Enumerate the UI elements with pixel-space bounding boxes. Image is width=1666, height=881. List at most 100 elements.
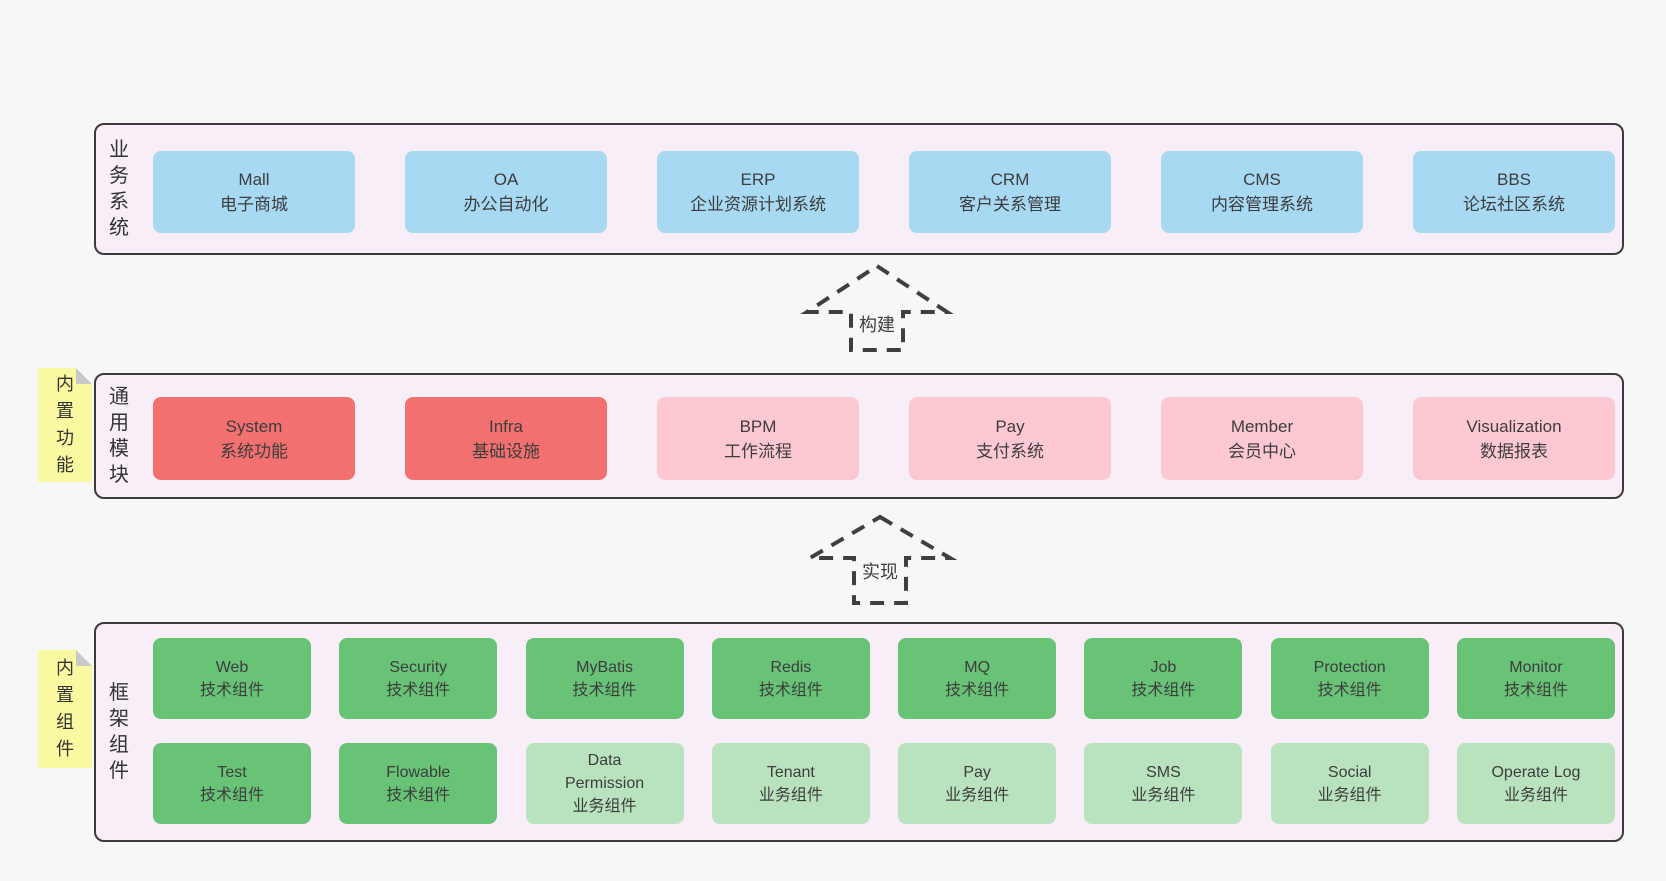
box-mq: MQ 技术组件	[898, 638, 1057, 719]
module-name: Security	[389, 658, 448, 676]
arrow-implement-label: 实现	[858, 556, 902, 586]
box-flowable: Flowable 技术组件	[339, 743, 498, 824]
sticky-note-text: 内置功能	[56, 374, 74, 475]
module-name: Pay	[963, 763, 991, 781]
box-web: Web 技术组件	[153, 638, 311, 719]
module-subtitle: 技术组件	[386, 681, 451, 699]
box-mall: Mall 电子商城	[153, 151, 355, 233]
box-pay: Pay 业务组件	[898, 743, 1057, 824]
module-name: Infra	[488, 416, 524, 436]
module-subtitle: 技术组件	[1503, 681, 1568, 699]
box-cms: CMS 内容管理系统	[1161, 151, 1363, 233]
box-protection: Protection 技术组件	[1270, 638, 1429, 719]
module-subtitle: 技术组件	[1131, 681, 1196, 699]
box-member: Member 会员中心	[1161, 397, 1363, 480]
sticky-note-builtin-features: 内置功能	[38, 368, 92, 482]
module-name: Social	[1327, 763, 1372, 781]
module-name: Protection	[1313, 658, 1386, 676]
box-data-permission: Data Permission 业务组件	[525, 743, 684, 824]
module-subtitle: 技术组件	[1317, 681, 1382, 699]
module-name: Flowable	[386, 763, 451, 781]
module-subtitle: 基础设施	[472, 441, 540, 461]
box-redis: Redis 技术组件	[711, 638, 870, 719]
box-monitor: Monitor 技术组件	[1456, 638, 1615, 719]
module-subtitle: 技术组件	[945, 681, 1010, 699]
dashed-up-arrow-icon	[802, 514, 958, 605]
band-label-business-systems: 业务系统	[109, 139, 129, 239]
module-name: Data Permission	[564, 752, 645, 792]
box-bpm: BPM 工作流程	[657, 397, 859, 480]
module-subtitle: 电子商城	[220, 195, 288, 214]
box-pay: Pay 支付系统	[909, 397, 1111, 480]
arrow-build: 构建	[795, 262, 960, 354]
module-subtitle: 工作流程	[724, 441, 792, 461]
band-label-framework-components: 框架组件	[109, 682, 129, 782]
box-bbs: BBS 论坛社区系统	[1413, 151, 1615, 233]
module-subtitle: 技术组件	[199, 681, 264, 699]
module-name: OA	[493, 170, 519, 189]
module-name: Monitor	[1509, 658, 1563, 676]
module-subtitle: 业务组件	[572, 798, 637, 815]
box-crm: CRM 客户关系管理	[909, 151, 1111, 233]
module-name: Tenant	[766, 763, 815, 781]
module-subtitle: 技术组件	[199, 786, 264, 804]
module-name: Web	[215, 658, 249, 676]
arrow-build-label: 构建	[855, 309, 899, 339]
module-subtitle: 内容管理系统	[1211, 195, 1313, 214]
module-name: Pay	[995, 416, 1025, 436]
module-name: Mall	[238, 170, 270, 189]
module-subtitle: 业务组件	[1503, 786, 1568, 804]
module-name: CRM	[990, 170, 1030, 189]
module-name: CMS	[1243, 170, 1281, 189]
sticky-note-builtin-components: 内置组件	[38, 650, 92, 768]
sticky-note-text: 内置组件	[56, 658, 74, 759]
module-subtitle: 业务组件	[758, 786, 823, 804]
folded-corner-icon	[76, 650, 92, 666]
box-mybatis: MyBatis 技术组件	[525, 638, 684, 719]
box-infra: Infra 基础设施	[405, 397, 607, 480]
module-subtitle: 系统功能	[220, 441, 288, 461]
arrow-implement: 实现	[798, 505, 963, 607]
module-name: MyBatis	[576, 658, 634, 676]
box-security: Security 技术组件	[339, 638, 498, 719]
box-tenant: Tenant 业务组件	[711, 743, 870, 824]
module-subtitle: 数据报表	[1480, 441, 1548, 461]
module-subtitle: 支付系统	[976, 441, 1044, 461]
module-subtitle: 技术组件	[758, 681, 823, 699]
box-social: Social 业务组件	[1270, 743, 1429, 824]
module-subtitle: 会员中心	[1228, 441, 1296, 461]
box-operate-log: Operate Log 业务组件	[1456, 743, 1615, 824]
module-subtitle: 技术组件	[386, 786, 451, 804]
box-test: Test 技术组件	[153, 743, 311, 824]
module-name: BPM	[739, 416, 777, 436]
module-name: Member	[1230, 416, 1294, 436]
module-subtitle: 客户关系管理	[959, 195, 1061, 214]
module-name: ERP	[740, 170, 776, 189]
module-name: BBS	[1496, 170, 1532, 189]
module-name: MQ	[964, 658, 991, 676]
module-name: Test	[217, 763, 247, 781]
module-subtitle: 论坛社区系统	[1463, 195, 1565, 214]
module-subtitle: 技术组件	[572, 681, 637, 699]
module-name: Operate Log	[1491, 763, 1581, 781]
module-subtitle: 业务组件	[1317, 786, 1382, 804]
module-name: Redis	[770, 658, 812, 676]
module-name: Visualization	[1466, 416, 1562, 436]
folded-corner-icon	[76, 368, 92, 384]
module-subtitle: 业务组件	[1131, 786, 1196, 804]
module-subtitle: 业务组件	[945, 786, 1010, 804]
